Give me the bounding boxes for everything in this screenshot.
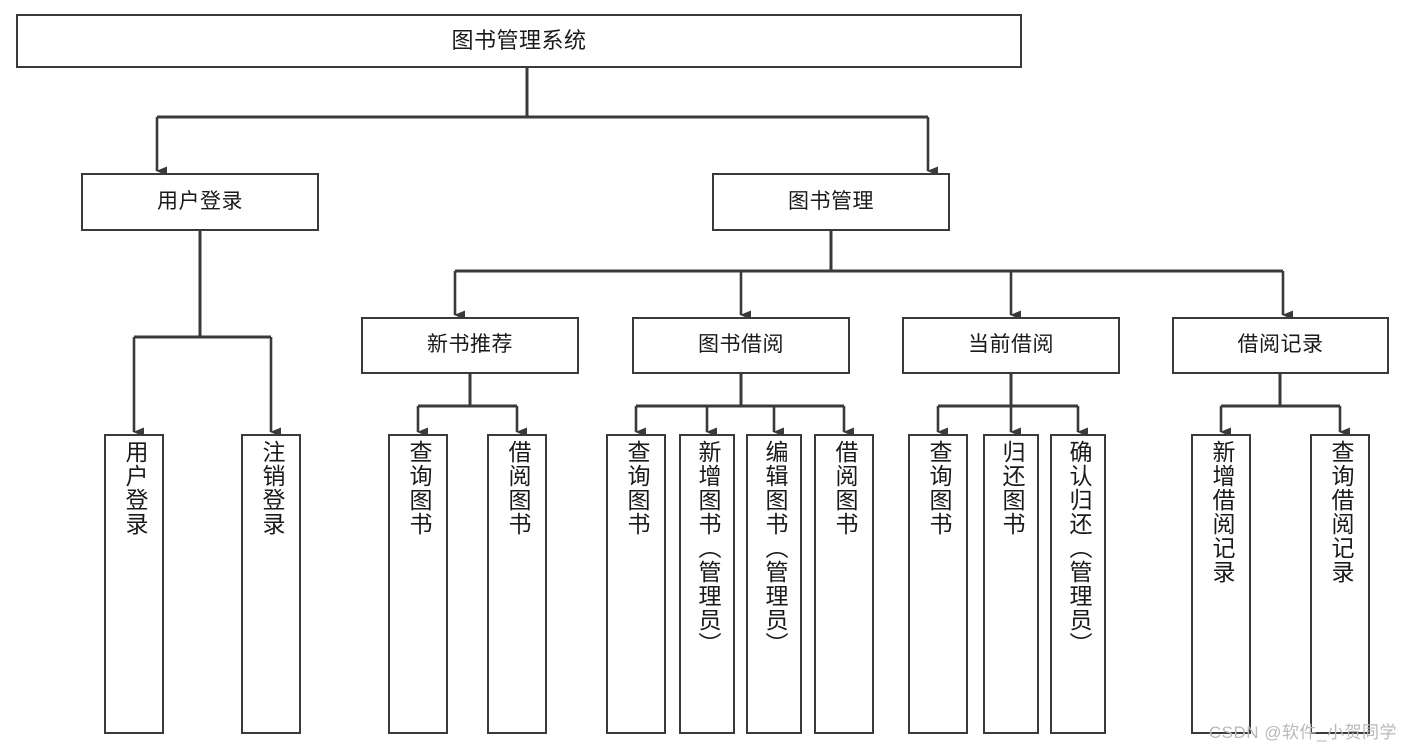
node-leaf-leaf-user-login[interactable]: 用户登录 [104, 434, 164, 734]
node-leaf-leaf-confirm-return-admin[interactable]: 确认归还（管理员） [1050, 434, 1106, 734]
node-leaf-leaf-query-book-recommend-label: 查询图书 [405, 440, 432, 536]
node-book-borrow-label: 图书借阅 [698, 333, 784, 357]
node-leaf-leaf-add-book-admin-label: 新增图书（管理员） [694, 440, 721, 656]
node-book-management-label: 图书管理 [788, 189, 874, 213]
node-borrow-record[interactable]: 借阅记录 [1172, 317, 1389, 374]
node-leaf-leaf-edit-book-admin[interactable]: 编辑图书（管理员） [746, 434, 802, 734]
node-leaf-leaf-borrow-book-recommend[interactable]: 借阅图书 [487, 434, 547, 734]
node-leaf-leaf-query-book-borrow[interactable]: 查询图书 [606, 434, 666, 734]
node-leaf-leaf-query-borrow-record-label: 查询借阅记录 [1327, 440, 1354, 584]
node-borrow-record-label: 借阅记录 [1237, 333, 1324, 357]
node-current-borrow[interactable]: 当前借阅 [902, 317, 1120, 374]
node-leaf-leaf-edit-book-admin-label: 编辑图书（管理员） [761, 440, 788, 656]
node-book-management[interactable]: 图书管理 [712, 173, 950, 231]
node-leaf-leaf-borrow-book-recommend-label: 借阅图书 [504, 440, 531, 536]
node-root-label: 图书管理系统 [451, 28, 587, 54]
node-leaf-leaf-query-book-borrow-label: 查询图书 [623, 440, 650, 536]
node-leaf-leaf-logout[interactable]: 注销登录 [241, 434, 301, 734]
node-book-borrow[interactable]: 图书借阅 [632, 317, 850, 374]
node-leaf-leaf-return-book[interactable]: 归还图书 [983, 434, 1039, 734]
node-user-login-label: 用户登录 [157, 189, 243, 213]
node-leaf-leaf-add-borrow-record[interactable]: 新增借阅记录 [1191, 434, 1251, 734]
node-leaf-leaf-query-book-current[interactable]: 查询图书 [908, 434, 968, 734]
node-leaf-leaf-return-book-label: 归还图书 [998, 440, 1025, 536]
node-leaf-leaf-query-book-current-label: 查询图书 [925, 440, 952, 536]
node-leaf-leaf-borrow-book[interactable]: 借阅图书 [814, 434, 874, 734]
node-leaf-leaf-confirm-return-admin-label: 确认归还（管理员） [1065, 440, 1092, 656]
node-root[interactable]: 图书管理系统 [16, 14, 1022, 68]
node-leaf-leaf-add-book-admin[interactable]: 新增图书（管理员） [679, 434, 735, 734]
node-leaf-leaf-user-login-label: 用户登录 [121, 440, 148, 536]
node-leaf-leaf-logout-label: 注销登录 [258, 440, 285, 536]
node-leaf-leaf-query-book-recommend[interactable]: 查询图书 [388, 434, 448, 734]
node-user-login[interactable]: 用户登录 [81, 173, 319, 231]
node-leaf-leaf-borrow-book-label: 借阅图书 [831, 440, 858, 536]
node-leaf-leaf-add-borrow-record-label: 新增借阅记录 [1208, 440, 1235, 584]
csdn-watermark: CSDN @软件_小贺同学 [1208, 723, 1397, 742]
node-leaf-leaf-query-borrow-record[interactable]: 查询借阅记录 [1310, 434, 1370, 734]
node-new-book-recommend[interactable]: 新书推荐 [361, 317, 579, 374]
node-current-borrow-label: 当前借阅 [968, 333, 1054, 357]
node-new-book-recommend-label: 新书推荐 [427, 333, 513, 357]
